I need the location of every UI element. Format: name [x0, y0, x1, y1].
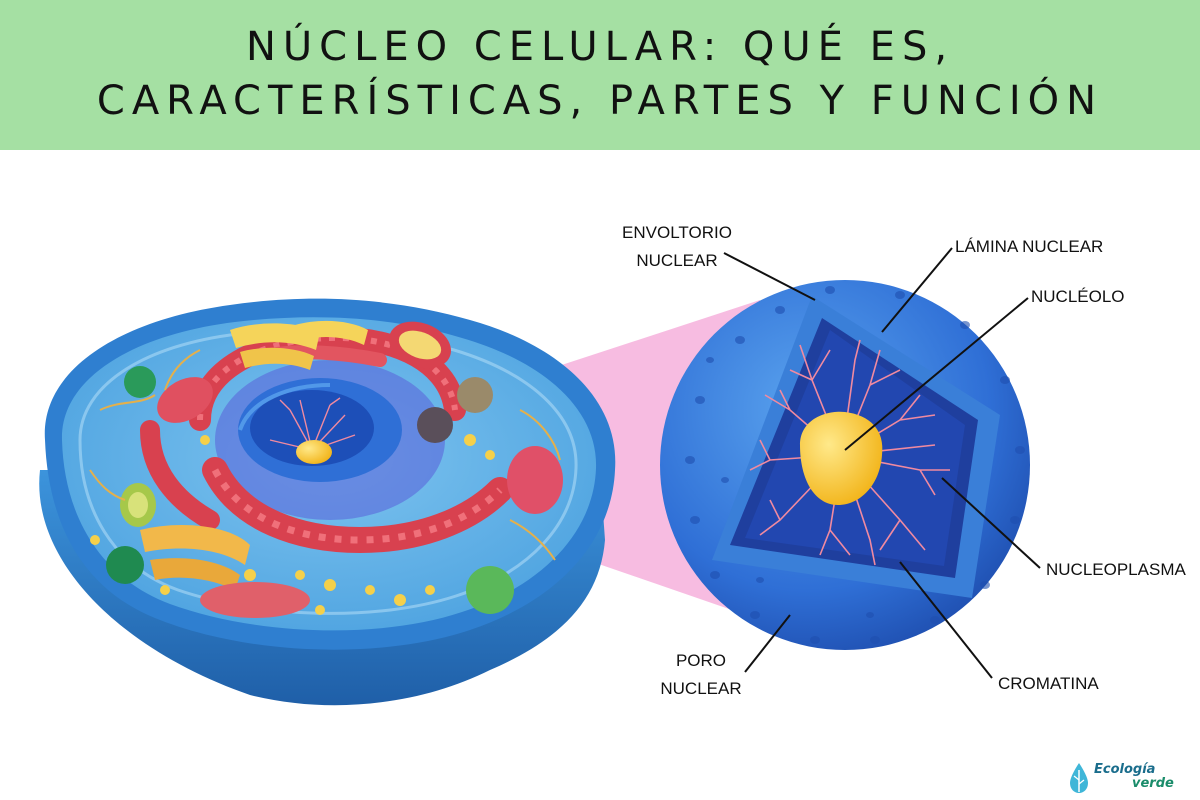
label-poro-line1: PORO: [675, 651, 727, 670]
animal-cell: [39, 298, 616, 706]
mitochondria: [120, 321, 563, 618]
golgi-apparatus: [140, 320, 368, 590]
label-envoltorio-line1: ENVOLTORIO: [622, 223, 732, 242]
label-poro-line2: NUCLEAR: [660, 679, 742, 698]
label-nucleolo: NUCLÉOLO: [1031, 287, 1125, 306]
logo-word-ecologia: Ecología: [1094, 762, 1156, 777]
title-line-2: CARACTERÍSTICAS, PARTES Y FUNCIÓN: [96, 78, 1104, 124]
leader-lines: [723, 247, 1041, 679]
ecologia-verde-logo: Ecología verde: [1068, 760, 1196, 796]
title-banner: NÚCLEO CELULAR: QUÉ ES, CARACTERÍSTICAS,…: [0, 0, 1200, 150]
logo-word-verde: verde: [1132, 776, 1174, 791]
label-cromatina: CROMATINA: [998, 674, 1099, 693]
label-nucleoplasma: NUCLEOPLASMA: [1046, 560, 1186, 579]
label-poro-nuclear: PORO NUCLEAR: [645, 647, 757, 703]
label-envoltorio-nuclear: ENVOLTORIO NUCLEAR: [612, 219, 742, 275]
water-drop-logo-icon: [1070, 763, 1088, 793]
title-line-1: NÚCLEO CELULAR: QUÉ ES,: [245, 24, 955, 70]
label-envoltorio-line2: NUCLEAR: [636, 251, 718, 270]
nucleus-cross-section: [660, 280, 1030, 650]
cell-illustration: [39, 247, 1041, 706]
label-lamina-nuclear: LÁMINA NUCLEAR: [955, 237, 1104, 256]
logo-wordmark: Ecología verde: [1094, 763, 1174, 791]
